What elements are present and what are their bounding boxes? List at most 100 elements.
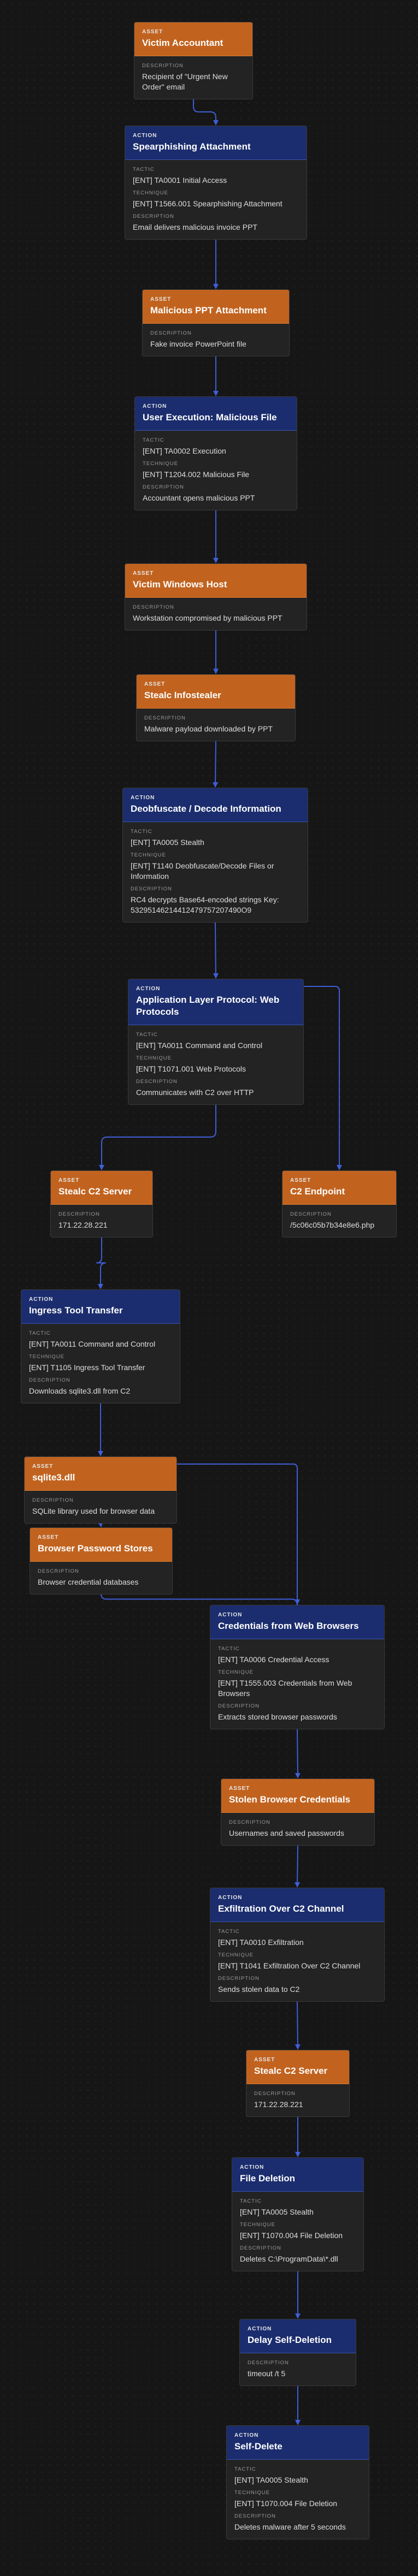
node-title: File Deletion bbox=[240, 2173, 296, 2184]
node-body: TACTIC [ENT] TA0005 Stealth TECHNIQUE [E… bbox=[232, 2192, 363, 2271]
technique-value: [ENT] T1566.001 Spearphishing Attachment bbox=[133, 199, 282, 208]
node-exfiltration-over-c2[interactable]: ACTION Exfiltration Over C2 Channel TACT… bbox=[210, 1888, 385, 2002]
node-delay-self-deletion[interactable]: ACTION Delay Self-Deletion DESCRIPTION t… bbox=[239, 2319, 356, 2386]
tactic-value: [ENT] TA0006 Credential Access bbox=[218, 1655, 329, 1664]
description-value: /5c06c05b7b34e8e6.php bbox=[290, 1221, 375, 1229]
node-header: ASSET Stealc C2 Server bbox=[51, 1171, 152, 1205]
node-kind: ASSET bbox=[150, 296, 172, 302]
technique-value: [ENT] T1070.004 File Deletion bbox=[240, 2231, 343, 2240]
technique-label: TECHNIQUE bbox=[218, 1669, 254, 1675]
technique-value: [ENT] T1105 Ingress Tool Transfer bbox=[29, 1363, 145, 1372]
node-malicious-ppt-attachment[interactable]: ASSET Malicious PPT Attachment DESCRIPTI… bbox=[142, 289, 290, 356]
node-body: TACTIC [ENT] TA0005 Stealth TECHNIQUE [E… bbox=[227, 2460, 369, 2539]
node-user-execution[interactable]: ACTION User Execution: Malicious File TA… bbox=[134, 396, 297, 510]
node-header: ASSET Browser Password Stores bbox=[30, 1528, 172, 1562]
node-stolen-browser-credentials[interactable]: ASSET Stolen Browser Credentials DESCRIP… bbox=[221, 1778, 375, 1846]
description-label: DESCRIPTION bbox=[248, 2360, 289, 2366]
node-header: ACTION File Deletion bbox=[232, 2158, 363, 2192]
node-header: ACTION Self-Delete bbox=[227, 2426, 369, 2460]
tactic-label: TACTIC bbox=[218, 1646, 240, 1652]
node-spearphishing-attachment[interactable]: ACTION Spearphishing Attachment TACTIC [… bbox=[125, 126, 307, 240]
description-label: DESCRIPTION bbox=[29, 1377, 70, 1383]
edge-n16-n17 bbox=[295, 2001, 301, 2050]
description-value: Communicates with C2 over HTTP bbox=[136, 1088, 254, 1097]
node-body: DESCRIPTION Fake invoice PowerPoint file bbox=[143, 324, 289, 356]
tactic-value: [ENT] TA0005 Stealth bbox=[234, 2476, 308, 2484]
edge-n12-n14 bbox=[177, 1463, 300, 1605]
technique-value: [ENT] T1555.003 Credentials from Web Bro… bbox=[218, 1679, 352, 1698]
edge-n13-n14 bbox=[101, 1593, 300, 1608]
node-stealc-c2-server[interactable]: ASSET Stealc C2 Server DESCRIPTION 171.2… bbox=[50, 1170, 153, 1238]
tactic-value: [ENT] TA0005 Stealth bbox=[131, 838, 204, 847]
node-body: DESCRIPTION Recipient of "Urgent New Ord… bbox=[134, 56, 252, 99]
node-self-delete[interactable]: ACTION Self-Delete TACTIC [ENT] TA0005 S… bbox=[226, 2425, 369, 2539]
edge-n9-n11 bbox=[96, 1238, 107, 1289]
node-body: TACTIC [ENT] TA0002 Execution TECHNIQUE … bbox=[135, 431, 297, 510]
node-sqlite3-dll[interactable]: ASSET sqlite3.dll DESCRIPTION SQLite lib… bbox=[24, 1456, 177, 1524]
node-kind: ACTION bbox=[133, 133, 157, 139]
description-value: timeout /t 5 bbox=[248, 2369, 286, 2378]
node-kind: ASSET bbox=[229, 1786, 250, 1792]
description-value: Deletes malware after 5 seconds bbox=[234, 2523, 346, 2531]
description-value: Deletes C:\ProgramData\*.dll bbox=[240, 2254, 338, 2263]
node-deobfuscate-decode[interactable]: ACTION Deobfuscate / Decode Information … bbox=[122, 788, 308, 923]
technique-label: TECHNIQUE bbox=[240, 2222, 275, 2228]
description-value: Workstation compromised by malicious PPT bbox=[133, 614, 282, 622]
node-ingress-tool-transfer[interactable]: ACTION Ingress Tool Transfer TACTIC [ENT… bbox=[21, 1289, 180, 1403]
node-body: TACTIC [ENT] TA0010 Exfiltration TECHNIQ… bbox=[210, 1922, 384, 2001]
edge-n7-n8 bbox=[213, 922, 219, 979]
node-kind: ACTION bbox=[248, 2326, 272, 2332]
node-title: Stealc C2 Server bbox=[58, 1186, 132, 1197]
node-title: Exfiltration Over C2 Channel bbox=[218, 1903, 344, 1914]
node-header: ACTION Delay Self-Deletion bbox=[240, 2319, 356, 2353]
description-label: DESCRIPTION bbox=[58, 1211, 100, 1217]
edge-n15-n16 bbox=[295, 1845, 301, 1888]
node-body: DESCRIPTION Malware payload downloaded b… bbox=[137, 709, 295, 741]
node-victim-windows-host[interactable]: ASSET Victim Windows Host DESCRIPTION Wo… bbox=[125, 563, 307, 630]
node-header: ACTION Exfiltration Over C2 Channel bbox=[210, 1888, 384, 1922]
description-value: Email delivers malicious invoice PPT bbox=[133, 223, 257, 231]
node-file-deletion[interactable]: ACTION File Deletion TACTIC [ENT] TA0005… bbox=[232, 2157, 364, 2271]
node-title: Victim Accountant bbox=[142, 38, 223, 48]
node-title: Malicious PPT Attachment bbox=[150, 305, 267, 316]
technique-value: [ENT] T1204.002 Malicious File bbox=[143, 470, 250, 479]
description-label: DESCRIPTION bbox=[218, 1703, 260, 1709]
node-title: Ingress Tool Transfer bbox=[29, 1305, 123, 1316]
node-stealc-infostealer[interactable]: ASSET Stealc Infostealer DESCRIPTION Mal… bbox=[136, 674, 296, 741]
description-label: DESCRIPTION bbox=[133, 604, 174, 610]
tactic-label: TACTIC bbox=[133, 166, 155, 172]
node-title: Stealc Infostealer bbox=[144, 690, 221, 700]
edge-n1-n2 bbox=[193, 99, 219, 126]
node-kind: ACTION bbox=[234, 2432, 259, 2438]
node-body: DESCRIPTION /5c06c05b7b34e8e6.php bbox=[282, 1205, 396, 1237]
description-value: Extracts stored browser passwords bbox=[218, 1712, 337, 1721]
tactic-label: TACTIC bbox=[240, 2198, 262, 2204]
node-kind: ASSET bbox=[32, 1463, 54, 1470]
tactic-label: TACTIC bbox=[136, 1032, 158, 1038]
node-title: Stolen Browser Credentials bbox=[229, 1794, 351, 1805]
edge-n14-n15 bbox=[295, 1729, 301, 1778]
node-c2-endpoint[interactable]: ASSET C2 Endpoint DESCRIPTION /5c06c05b7… bbox=[282, 1170, 397, 1238]
description-label: DESCRIPTION bbox=[144, 715, 186, 721]
node-title: User Execution: Malicious File bbox=[143, 412, 277, 423]
description-value: RC4 decrypts Base64-encoded strings Key:… bbox=[131, 895, 279, 914]
node-kind: ASSET bbox=[38, 1534, 59, 1540]
node-header: ACTION Credentials from Web Browsers bbox=[210, 1605, 384, 1639]
description-value: Downloads sqlite3.dll from C2 bbox=[29, 1387, 131, 1395]
node-application-layer-protocol[interactable]: ACTION Application Layer Protocol: Web P… bbox=[128, 979, 304, 1105]
node-header: ACTION User Execution: Malicious File bbox=[135, 397, 297, 431]
node-kind: ASSET bbox=[142, 29, 163, 35]
tactic-value: [ENT] TA0010 Exfiltration bbox=[218, 1938, 304, 1947]
description-label: DESCRIPTION bbox=[290, 1211, 332, 1217]
node-credentials-from-web-browsers[interactable]: ACTION Credentials from Web Browsers TAC… bbox=[210, 1605, 385, 1729]
technique-label: TECHNIQUE bbox=[131, 852, 166, 858]
tactic-label: TACTIC bbox=[29, 1330, 51, 1336]
tactic-label: TACTIC bbox=[143, 437, 164, 443]
node-browser-password-stores[interactable]: ASSET Browser Password Stores DESCRIPTIO… bbox=[30, 1527, 173, 1595]
node-title: Victim Windows Host bbox=[133, 579, 227, 590]
node-title: Self-Delete bbox=[234, 2441, 282, 2452]
node-title: Stealc C2 Server bbox=[254, 2066, 328, 2076]
node-stealc-c2-server-2[interactable]: ASSET Stealc C2 Server DESCRIPTION 171.2… bbox=[246, 2050, 350, 2117]
description-label: DESCRIPTION bbox=[131, 886, 172, 892]
node-victim-accountant[interactable]: ASSET Victim Accountant DESCRIPTION Reci… bbox=[134, 22, 253, 99]
